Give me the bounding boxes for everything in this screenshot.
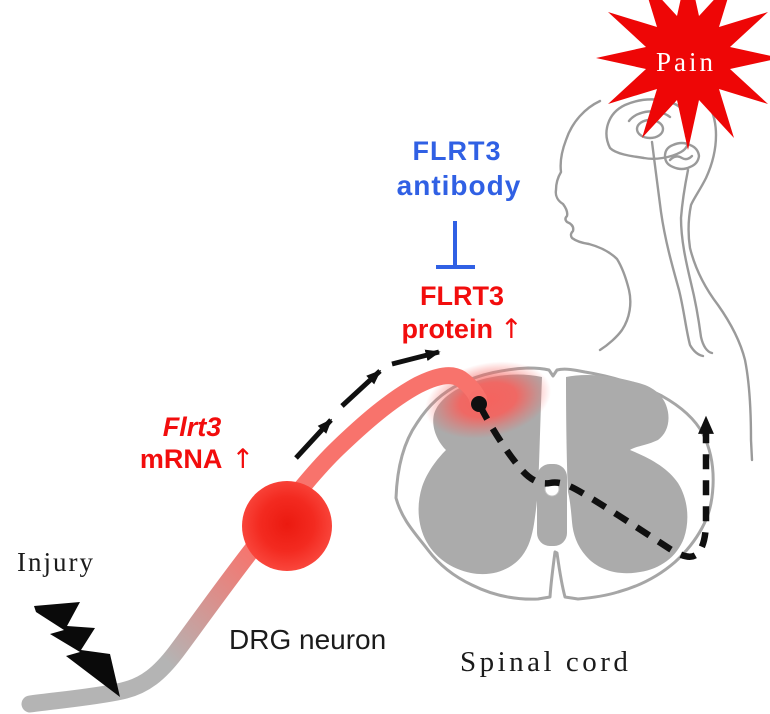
protein-up-arrow: ↑ [500,314,523,345]
head-face-outline [554,99,632,352]
injury-lightning-icon [34,602,120,697]
pain-starburst [596,0,770,150]
mrna-word: mRNA [140,444,223,474]
brainstem-line-back [679,168,714,355]
brain-corpus-callosum [627,110,672,123]
text-labels: FLRT3 antibody FLRT3 protein↑ Flrt3 mRNA… [17,136,631,678]
spinal-cord-label: Spinal cord [460,646,631,678]
antibody-label-line2: antibody [397,170,522,201]
protein-label-line2: protein↑ [401,314,522,345]
protein-word: protein [401,314,493,344]
mrna-label-line2: mRNA ↑ [140,444,254,475]
transport-arrow-3 [391,349,441,367]
gray-matter-right [566,374,688,574]
mrna-label-line1: Flrt3 [163,412,222,442]
head-silhouette [554,94,754,462]
brain-cerebellum [663,141,701,171]
injury-label: Injury [17,547,95,577]
antibody-label-line1: FLRT3 [413,136,502,166]
brain-cerebellum-fold [668,154,694,162]
antibody-inhibition-symbol [436,221,475,269]
drg-soma [242,481,332,571]
drg-neuron-label: DRG neuron [229,624,386,655]
spinal-cord-section [394,361,715,601]
axonal-transport-arrows [294,349,441,460]
pain-starburst-group: Pain [596,0,770,150]
transport-arrow-1 [294,418,333,460]
gray-matter-commissure [537,464,567,546]
brainstem-line-front [650,140,705,358]
pain-label: Pain [656,47,716,77]
axon-terminal-dot [471,396,487,412]
transport-arrow-2 [340,369,382,408]
head-back-outline [687,94,754,462]
mrna-up-arrow: ↑ [231,444,254,475]
protein-label-line1: FLRT3 [420,281,504,311]
ascending-pathway-dashed-arrow [477,404,714,560]
